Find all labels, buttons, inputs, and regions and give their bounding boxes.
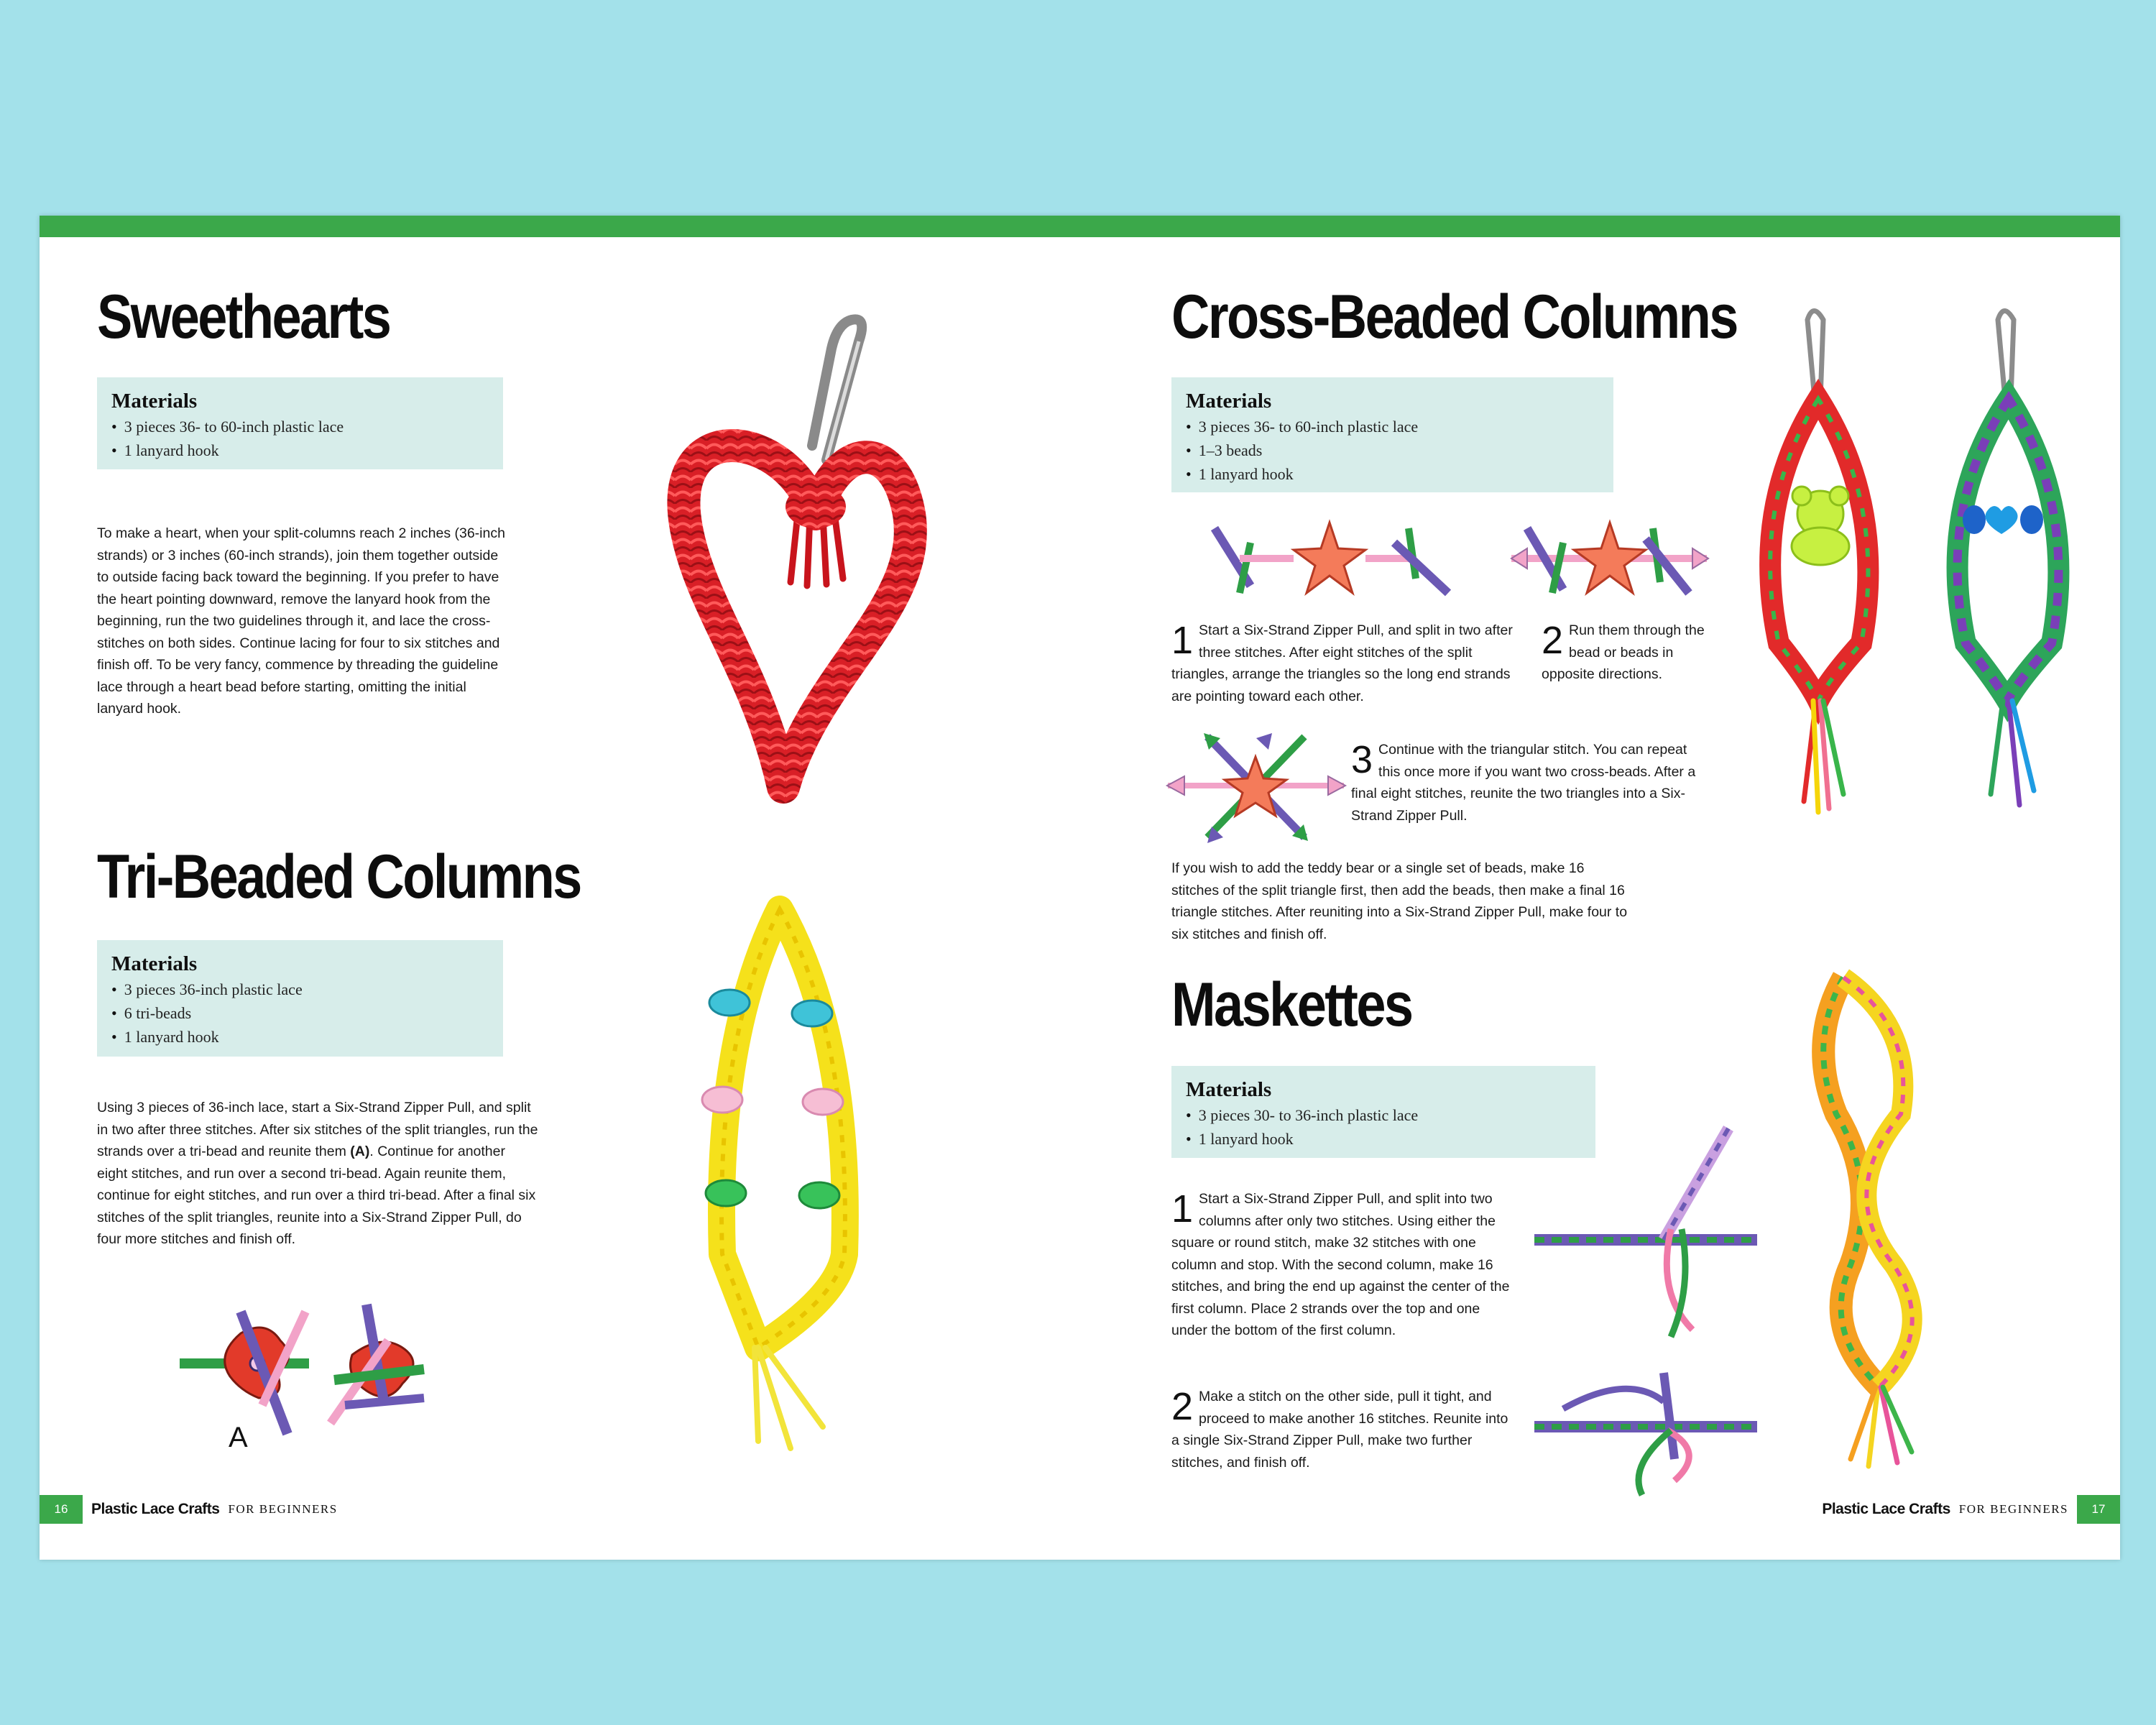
lace-ends [1848,1384,1915,1469]
lanyard-hook-icon [1805,308,2017,400]
materials-heading: Materials [111,952,198,975]
right-footer: Plastic Lace Crafts FOR BEGINNERS 17 [1822,1495,2120,1524]
tri-bead-icon [180,1310,310,1436]
tri-bead-icon [704,1179,841,1210]
tri-bead-icon [701,1085,844,1116]
left-footer: 16 Plastic Lace Crafts FOR BEGINNERS [40,1495,338,1524]
heart-shape [667,429,927,804]
tri-bead-icon [708,988,834,1028]
materials-list: 3 pieces 36-inch plastic lace 6 tri-bead… [111,978,489,1049]
body-text: . Continue for another eight stitches, a… [97,1144,536,1247]
lace-column-icon [1534,1372,1757,1497]
materials-item: 1 lanyard hook [1186,1127,1581,1151]
lace-ends [752,1345,826,1451]
page-number: 17 [2077,1495,2120,1524]
maskettes-materials-box: Materials 3 pieces 30- to 36-inch plasti… [1171,1066,1595,1158]
maskettes-title: Maskettes [1171,970,1414,1039]
lanyard-multicolor [1946,379,2070,722]
materials-item: 3 pieces 36- to 60-inch plastic lace [1186,415,1599,438]
tri-beaded-lanyard-photo [701,896,859,1451]
step-text: Start a Six-Strand Zipper Pull, and spli… [1171,622,1513,704]
step1-diagram [1210,519,1452,597]
lace-column-icon [1534,1125,1757,1338]
body-text: Using 3 pieces of 36-inch lace, start a … [97,1100,538,1159]
diagram-label-a: A [229,1422,248,1453]
cross-beaded-note: If you wish to add the teddy bear or a s… [1171,860,1628,942]
materials-item: 1 lanyard hook [111,1025,489,1049]
star-bead-icon [1290,519,1369,597]
footer-book-subtitle: FOR BEGINNERS [1958,1502,2068,1516]
book-spread: Sweethearts Materials 3 pieces 36- to 60… [40,216,2120,1560]
step3-diagram [1165,733,1348,843]
maskette-lanyard-photo [1812,969,1922,1469]
step-number: 2 [1542,619,1564,662]
star-bead-icon [1221,753,1290,819]
materials-heading: Materials [1186,390,1272,413]
materials-heading: Materials [1186,1078,1272,1101]
page-number: 16 [40,1495,83,1524]
materials-item: 3 pieces 36-inch plastic lace [111,978,489,1001]
step2-diagram [1510,519,1710,597]
materials-list: 3 pieces 36- to 60-inch plastic lace 1–3… [1186,415,1599,486]
sweethearts-title: Sweethearts [97,282,392,351]
step-text: Start a Six-Strand Zipper Pull, and spli… [1171,1191,1510,1338]
sweethearts-body: To make a heart, when your split-columns… [97,525,505,717]
step-number: 1 [1171,619,1194,662]
materials-list: 3 pieces 30- to 36-inch plastic lace 1 l… [1186,1103,1581,1151]
materials-list: 3 pieces 36- to 60-inch plastic lace 1 l… [111,415,489,462]
materials-item: 3 pieces 36- to 60-inch plastic lace [111,415,489,438]
materials-item: 3 pieces 30- to 36-inch plastic lace [1186,1103,1581,1127]
tri-beaded-title: Tri-Beaded Columns [97,842,582,911]
tri-beaded-materials-box: Materials 3 pieces 36-inch plastic lace … [97,940,503,1057]
maskettes-diagram [1534,1125,1757,1497]
footer-book-title: Plastic Lace Crafts [1822,1501,1950,1517]
materials-heading: Materials [111,390,198,413]
star-bead-icon [1570,519,1649,597]
lace-ends [1988,698,2037,808]
lace-ends [1801,698,1846,815]
cross-beaded-title: Cross-Beaded Columns [1171,282,1738,351]
step-number: 1 [1171,1187,1194,1230]
footer-book-subtitle: FOR BEGINNERS [228,1502,338,1516]
materials-item: 1–3 beads [1186,438,1599,462]
heart-bead-icon [1963,505,2043,534]
teddy-bear-bead-icon [1790,485,1851,566]
cross-beaded-lanyards-photo [1759,308,2070,815]
step-text: Continue with the triangular stitch. You… [1351,742,1696,824]
step-text: Make a stitch on the other side, pull it… [1171,1389,1508,1471]
sweethearts-materials-box: Materials 3 pieces 36- to 60-inch plasti… [97,377,503,469]
footer-book-title: Plastic Lace Crafts [91,1501,220,1517]
step-number: 2 [1171,1385,1194,1428]
tri-beaded-body: Using 3 pieces of 36-inch lace, start a … [97,1097,539,1251]
heart-lanyard-photo [667,314,927,804]
cross-beaded-materials-box: Materials 3 pieces 36- to 60-inch plasti… [1171,377,1613,492]
lanyard-hook-icon [807,314,867,465]
materials-item: 6 tri-beads [111,1001,489,1025]
diagram-reference: (A) [350,1144,370,1159]
top-green-bar [40,216,2120,237]
tri-bead-icon [327,1303,425,1426]
step-number: 3 [1351,738,1373,781]
materials-item: 1 lanyard hook [1186,462,1599,486]
step-text: Run them through the bead or beads in op… [1542,622,1705,682]
materials-item: 1 lanyard hook [111,438,489,462]
tri-bead-diagram: A [180,1303,425,1453]
